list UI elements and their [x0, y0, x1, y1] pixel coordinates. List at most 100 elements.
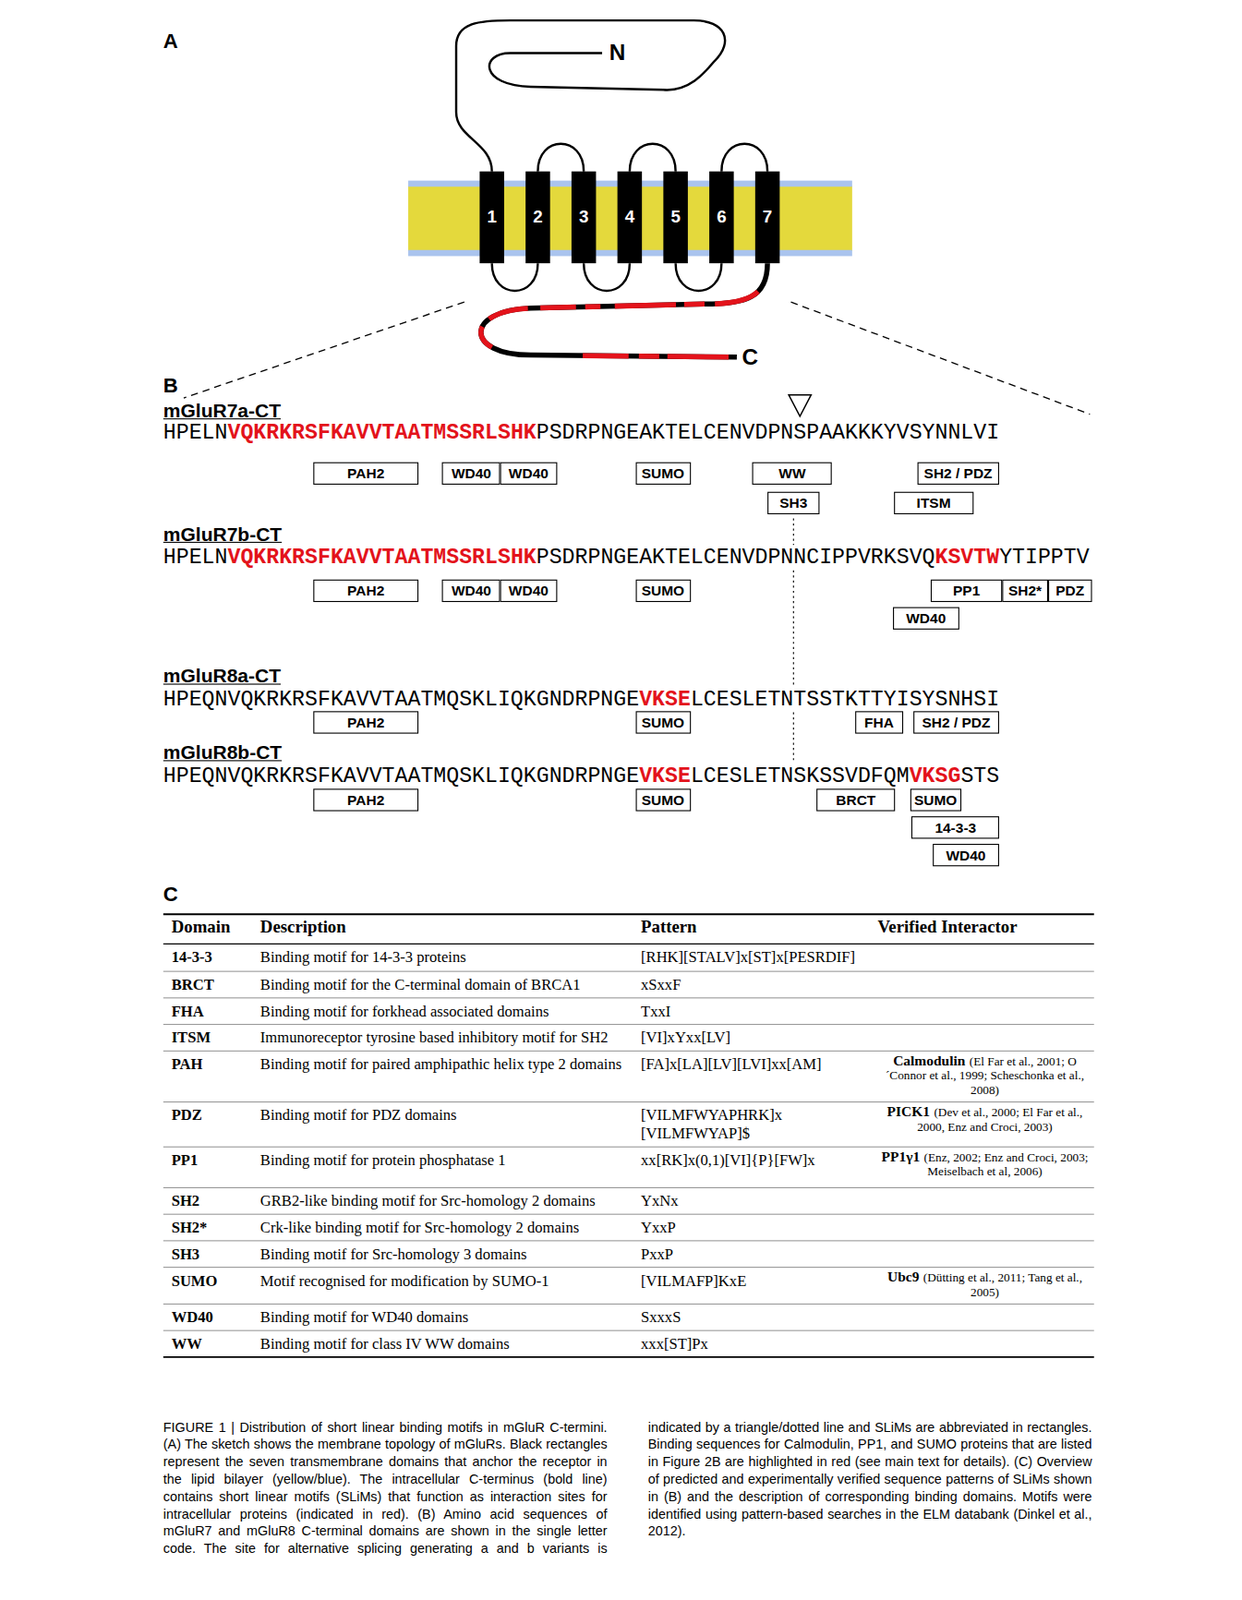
- interactor-cell: PICK1(Dev et al., 2000; El Far et al., 2…: [877, 1105, 1092, 1134]
- sequence-heading: mGluR8b-CT: [163, 741, 282, 764]
- motif-name: SH2*: [1008, 581, 1042, 601]
- cell-text: Binding motif for PDZ domains: [260, 1107, 458, 1124]
- domain-number: 1: [486, 206, 496, 228]
- motif-name: PDZ: [1055, 581, 1085, 601]
- table-cell: Binding motif for paired amphipathic hel…: [260, 1055, 633, 1074]
- sequence-row: HPEQNVQKRKRSFKAVVTAATMQSKLIQKGNDRPNGEVKS…: [163, 765, 1000, 787]
- extracellular-loop: [537, 144, 584, 172]
- domain-number: 7: [762, 206, 772, 228]
- table-rule: [163, 1240, 1095, 1242]
- cell-text: Binding motif for protein phosphatase 1: [260, 1152, 507, 1170]
- cell-text: YxxP: [640, 1219, 676, 1237]
- motif-box: WD40: [892, 607, 960, 630]
- table-rule: [163, 1101, 1095, 1103]
- cell-text: Description: [260, 917, 347, 938]
- motif-box: WD40: [442, 462, 501, 485]
- motif-name: BRCT: [835, 791, 876, 810]
- table-cell: xxx[ST]Px: [640, 1335, 874, 1354]
- sequence-row: HPEQNVQKRKRSFKAVVTAATMQSKLIQKGNDRPNGEVKS…: [163, 688, 1000, 711]
- sequence-segment: PSDRPNGEAKTELCENVDPNNCIPPVRKSVQ: [536, 545, 936, 569]
- table-cell: PP1: [171, 1151, 256, 1170]
- table-cell: Binding motif for WD40 domains: [260, 1308, 633, 1327]
- cell-text: PxxP: [640, 1245, 674, 1263]
- terminus-label: C: [741, 345, 759, 371]
- table-rule: [163, 997, 1095, 999]
- cell-text: Binding motif for 14-3-3 proteins: [260, 949, 467, 966]
- motif-name: PAH2: [347, 791, 385, 810]
- cell-text: GRB2-like binding motif for Src-homology…: [260, 1193, 596, 1210]
- sequence-heading: mGluR7b-CT: [163, 523, 282, 546]
- motif-box: PAH2: [313, 462, 419, 485]
- table-cell: [FA]x[LA][LV][LVI]xx[AM]: [640, 1055, 874, 1074]
- cell-text: SH2: [171, 1193, 200, 1210]
- table-cell: PDZ: [171, 1106, 256, 1125]
- sequence-segment: HPELN: [163, 421, 229, 445]
- cell-text: [VILMFWYAPHRK]x [VILMFWYAP]$: [640, 1107, 783, 1143]
- terminus-label: N: [609, 40, 627, 66]
- table-cell: BRCT: [171, 976, 256, 995]
- cell-text: SxxxS: [640, 1309, 681, 1327]
- motif-name: SH2 / PDZ: [921, 713, 990, 733]
- motif-name: SUMO: [914, 791, 957, 810]
- table-rule: [163, 971, 1095, 973]
- n-terminus: [456, 20, 725, 172]
- table-cell: Binding motif for class IV WW domains: [260, 1335, 633, 1354]
- motif-box: WW: [752, 462, 833, 485]
- table-cell: [VILMAFP]KxE: [640, 1271, 874, 1291]
- motif-name: 14-3-3: [934, 818, 977, 837]
- motif-box: PAH2: [313, 579, 419, 603]
- motif-name: PP1: [952, 581, 980, 601]
- table-cell: Motif recognised for modification by SUM…: [260, 1271, 633, 1291]
- cell-text: SUMO: [171, 1272, 218, 1290]
- motif-name: WD40: [945, 845, 986, 865]
- panel-letter: C: [163, 881, 179, 907]
- highlighted-motif: VKSE: [639, 687, 691, 712]
- highlighted-motif: KSVTW: [935, 545, 1001, 569]
- interactor-name: PP1γ1: [881, 1148, 921, 1165]
- motif-box: SH2 / PDZ: [913, 711, 1000, 734]
- table-cell: 14-3-3: [171, 948, 256, 967]
- table-rule: [163, 913, 1095, 916]
- highlighted-motif: VKSE: [639, 764, 691, 788]
- table-rule: [163, 1187, 1095, 1189]
- motif-name: ITSM: [916, 494, 952, 513]
- motif-box: SUMO: [635, 579, 691, 603]
- cell-text: Binding motif for class IV WW domains: [260, 1336, 510, 1353]
- interactor-name: Calmodulin: [892, 1053, 965, 1070]
- receptor-chain: [456, 20, 768, 291]
- cell-text: Crk-like binding motif for Src-homology …: [260, 1219, 579, 1237]
- motif-box: SH2 / PDZ: [916, 462, 1000, 485]
- table-rule: [163, 1330, 1095, 1332]
- cell-text: Binding motif for Src-homology 3 domains: [260, 1245, 528, 1263]
- table-header: Verified Interactor: [877, 918, 1092, 938]
- table-cell: Binding motif for protein phosphatase 1: [260, 1151, 633, 1170]
- cell-text: [FA]x[LA][LV][LVI]xx[AM]: [640, 1056, 822, 1074]
- cell-text: Motif recognised for modification by SUM…: [260, 1272, 550, 1290]
- transmembrane-domain: 4: [617, 171, 643, 264]
- motif-box: PDZ: [1048, 579, 1092, 603]
- table-cell: PAH: [171, 1055, 256, 1074]
- cell-text: TxxI: [640, 1002, 671, 1020]
- motif-name: WD40: [451, 464, 492, 483]
- motif-name: PAH2: [347, 581, 385, 601]
- motif-name: SUMO: [641, 713, 685, 733]
- table-cell: WD40: [171, 1308, 256, 1327]
- splice-line: [793, 518, 795, 545]
- splice-line: [793, 570, 795, 688]
- table-cell: PxxP: [640, 1244, 874, 1264]
- interactor-cell: Ubc9(Dütting et al., 2011; Tang et al., …: [877, 1270, 1092, 1300]
- table-cell: SxxxS: [640, 1308, 874, 1327]
- cell-text: WW: [171, 1336, 203, 1353]
- panel-letter: A: [163, 28, 179, 54]
- transmembrane-domain: 7: [755, 171, 781, 264]
- extracellular-loop: [721, 144, 768, 172]
- motif-name: WD40: [905, 609, 946, 628]
- motif-box: FHA: [855, 711, 904, 734]
- motif-box: SUMO: [910, 788, 962, 811]
- sequence-row: HPELNVQKRKRSFKAVVTAATMSSRLSHKPSDRPNGEAKT…: [163, 546, 1090, 568]
- motif-box: SUMO: [635, 711, 691, 734]
- sequence-segment: YTIPPTV: [999, 545, 1089, 569]
- motif-name: SH2 / PDZ: [924, 464, 993, 483]
- cell-text: [VILMAFP]KxE: [640, 1272, 747, 1290]
